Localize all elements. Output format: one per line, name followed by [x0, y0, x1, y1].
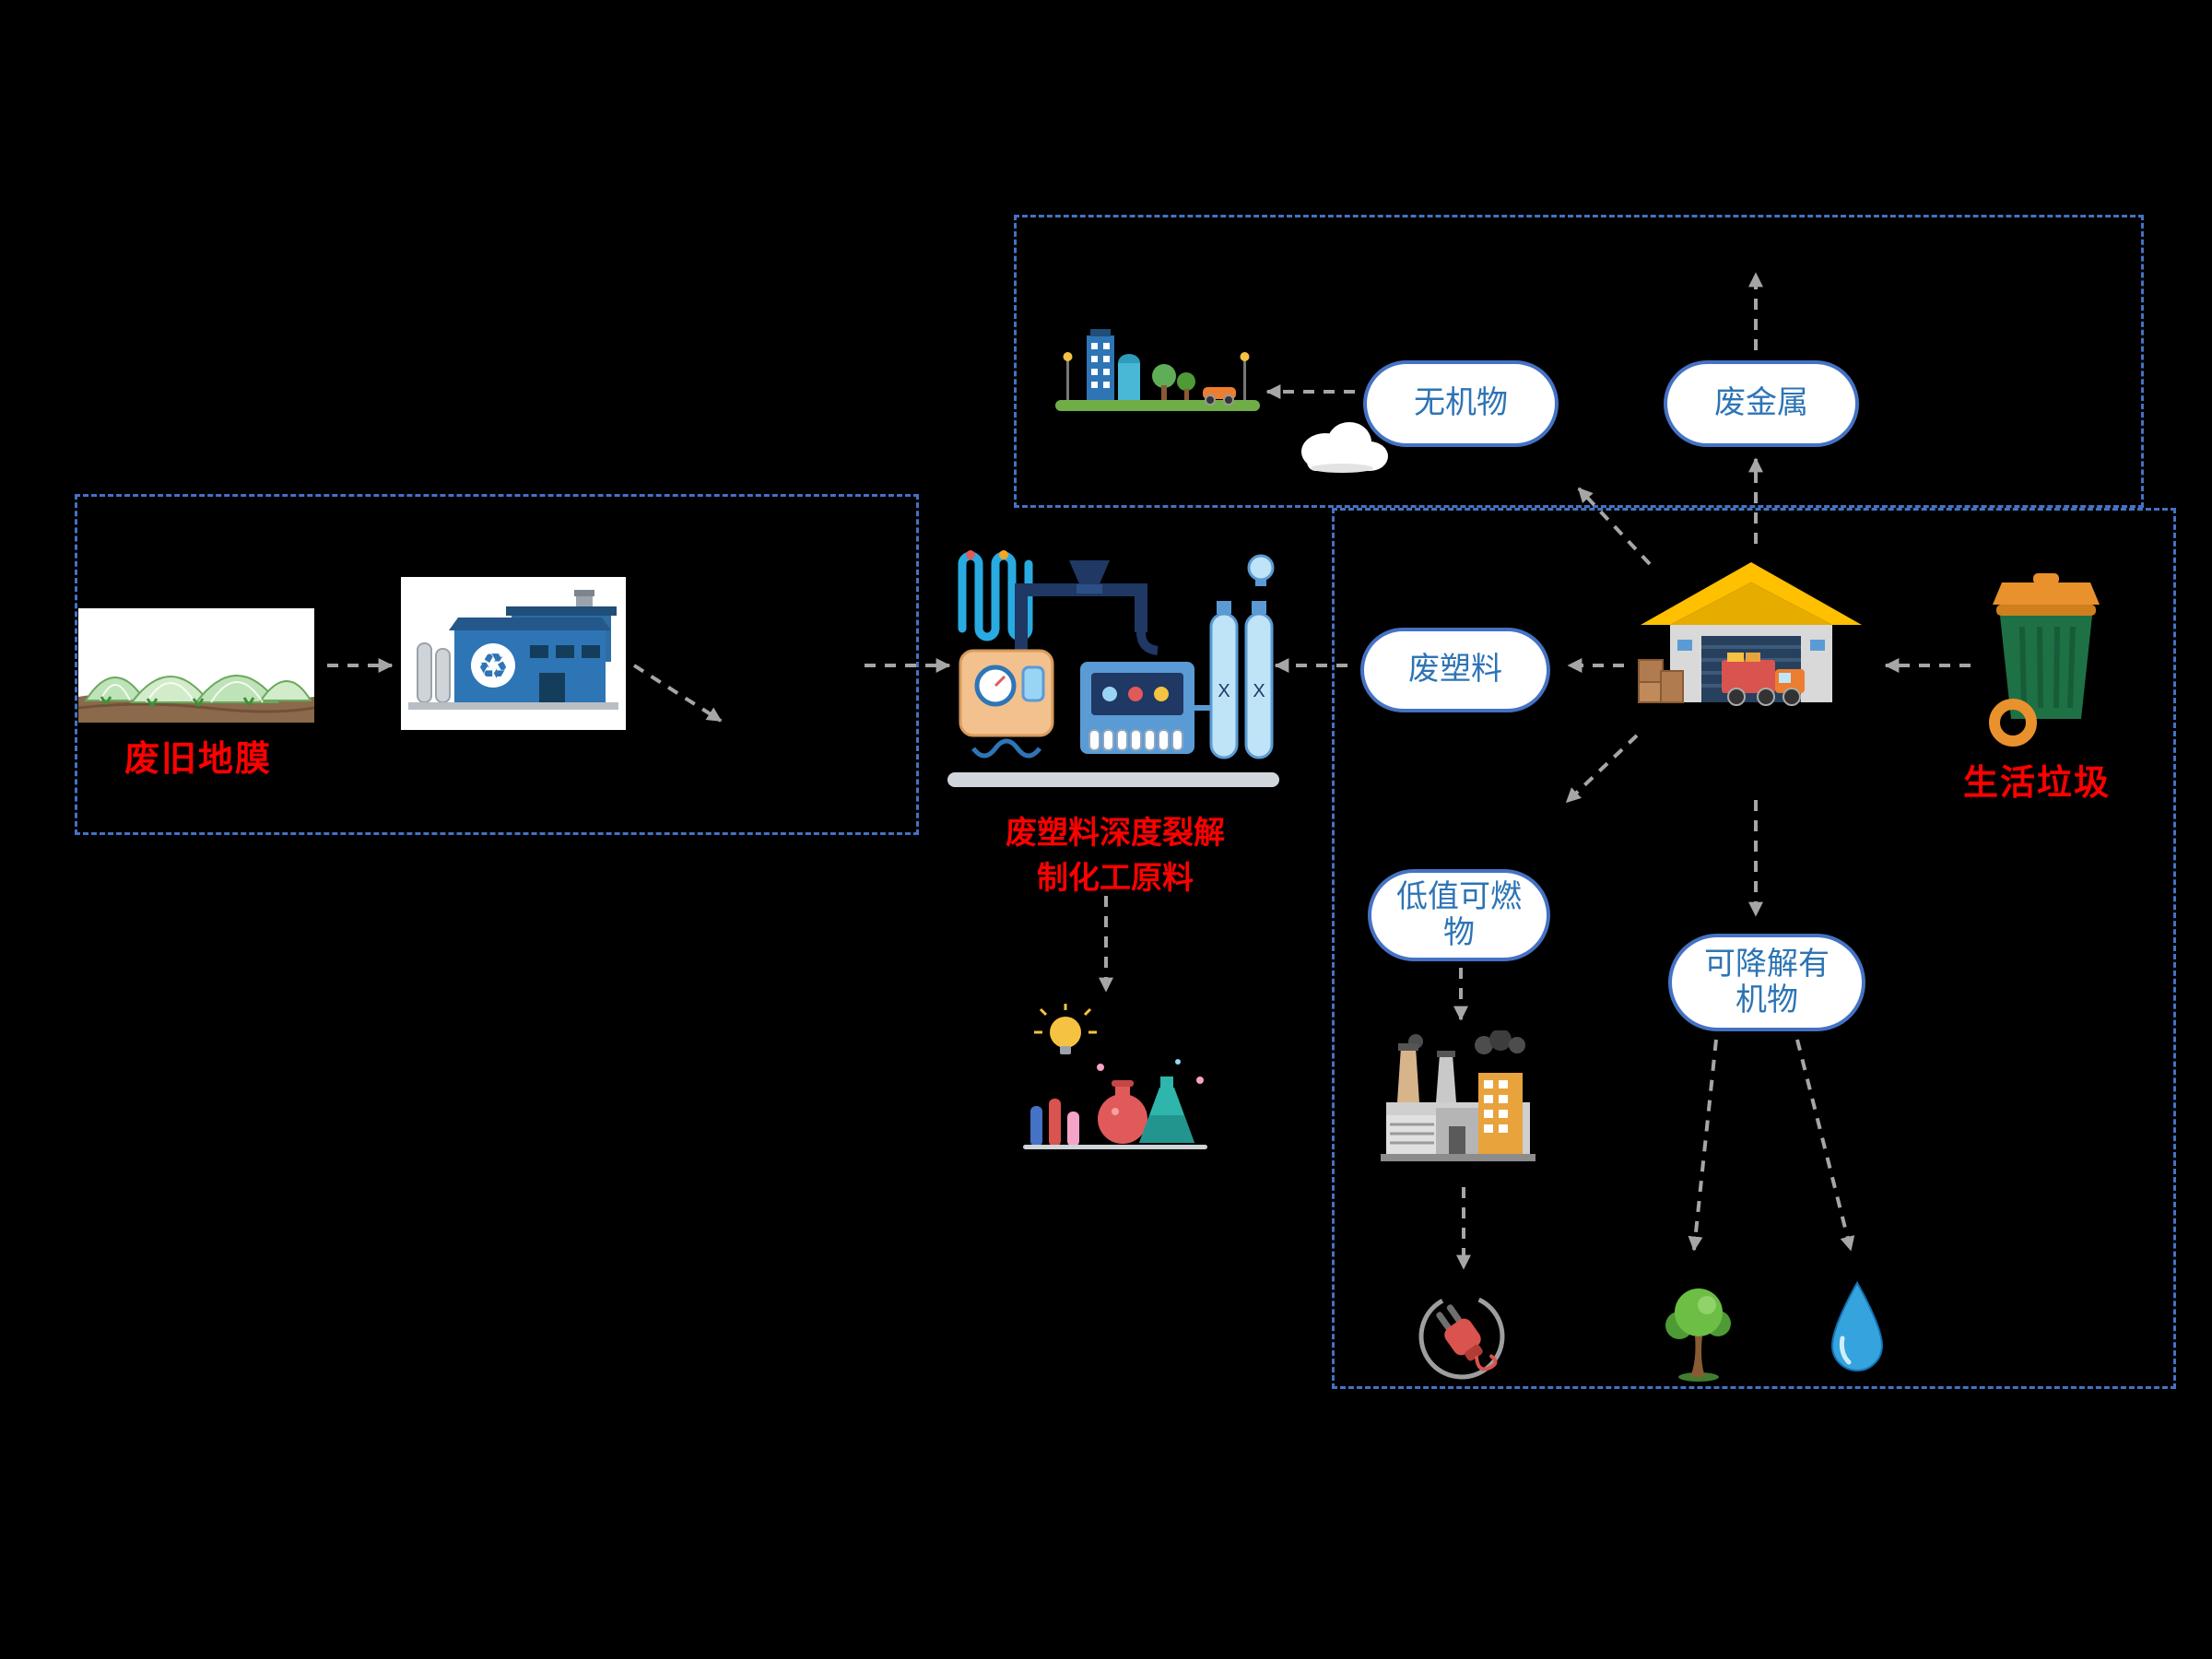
- pyrolysis-plant-icon: X X: [942, 533, 1294, 798]
- recycling-factory-icon: ♻: [401, 577, 626, 730]
- bubble-degradable-organic: 可降解有 机物: [1668, 934, 1865, 1031]
- pyrolysis-caption: 废塑料深度裂解 制化工原料: [959, 811, 1272, 902]
- tree-icon: [1661, 1281, 1736, 1382]
- svg-text:X: X: [1253, 681, 1265, 701]
- chemical-products-icon: [1019, 1003, 1217, 1172]
- greenhouse-field-icon: [78, 608, 314, 723]
- water-drop-icon: [1830, 1281, 1884, 1375]
- bubble-inorganic: 无机物: [1363, 360, 1559, 447]
- svg-text:X: X: [1218, 681, 1230, 701]
- svg-text:♻: ♻: [477, 646, 509, 687]
- bin-label: 生活垃圾: [1963, 764, 2112, 803]
- power-plant-icon: [1375, 1030, 1541, 1169]
- cloud-icon: [1290, 406, 1392, 476]
- bubble-waste-metal: 废金属: [1664, 360, 1859, 447]
- sorting-warehouse-icon: [1633, 551, 1869, 724]
- garbage-bin-icon: [1983, 573, 2109, 748]
- electric-plug-icon: [1405, 1288, 1513, 1382]
- bubble-waste-plastic: 废塑料: [1360, 628, 1550, 712]
- bubble-low-value-combustible: 低值可燃 物: [1368, 869, 1550, 961]
- pyrolysis-caption-line1: 废塑料深度裂解: [1006, 817, 1225, 851]
- eco-city-icon: [1055, 324, 1260, 417]
- pyrolysis-caption-line2: 制化工原料: [1037, 862, 1194, 897]
- field-label: 废旧地膜: [124, 740, 273, 779]
